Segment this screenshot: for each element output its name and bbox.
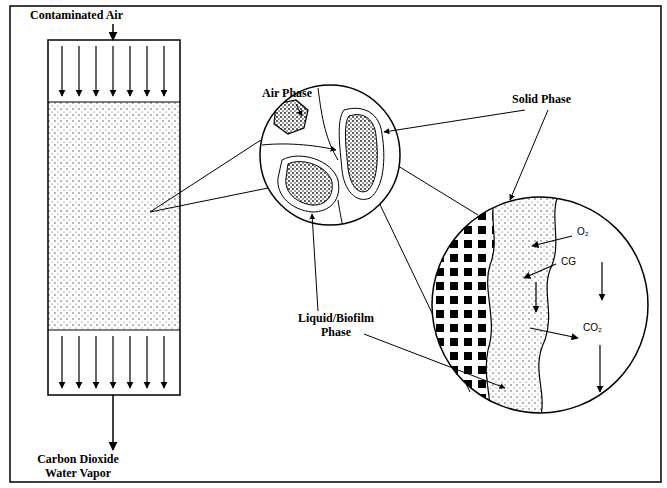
biofilter-column xyxy=(48,40,180,395)
packing-closeup xyxy=(260,85,400,232)
inlet-label: Contaminated Air xyxy=(30,9,123,23)
outlet-label: Carbon Dioxide Water Vapor xyxy=(26,453,130,481)
inlet-arrow xyxy=(112,24,114,40)
part-label: Liquid/Biofilm Phase xyxy=(290,312,382,340)
zoom-line xyxy=(150,188,268,212)
species-label: CG xyxy=(560,256,577,268)
species-label: O₂ xyxy=(576,226,590,238)
species-label: CO₂ xyxy=(582,322,603,334)
leader-lines xyxy=(296,104,548,388)
figure-frame xyxy=(10,6,661,482)
outlet-arrow xyxy=(112,395,114,450)
part-label: Air Phase xyxy=(262,87,312,101)
biofilm-closeup xyxy=(420,190,648,420)
part-label: Solid Phase xyxy=(512,93,571,107)
